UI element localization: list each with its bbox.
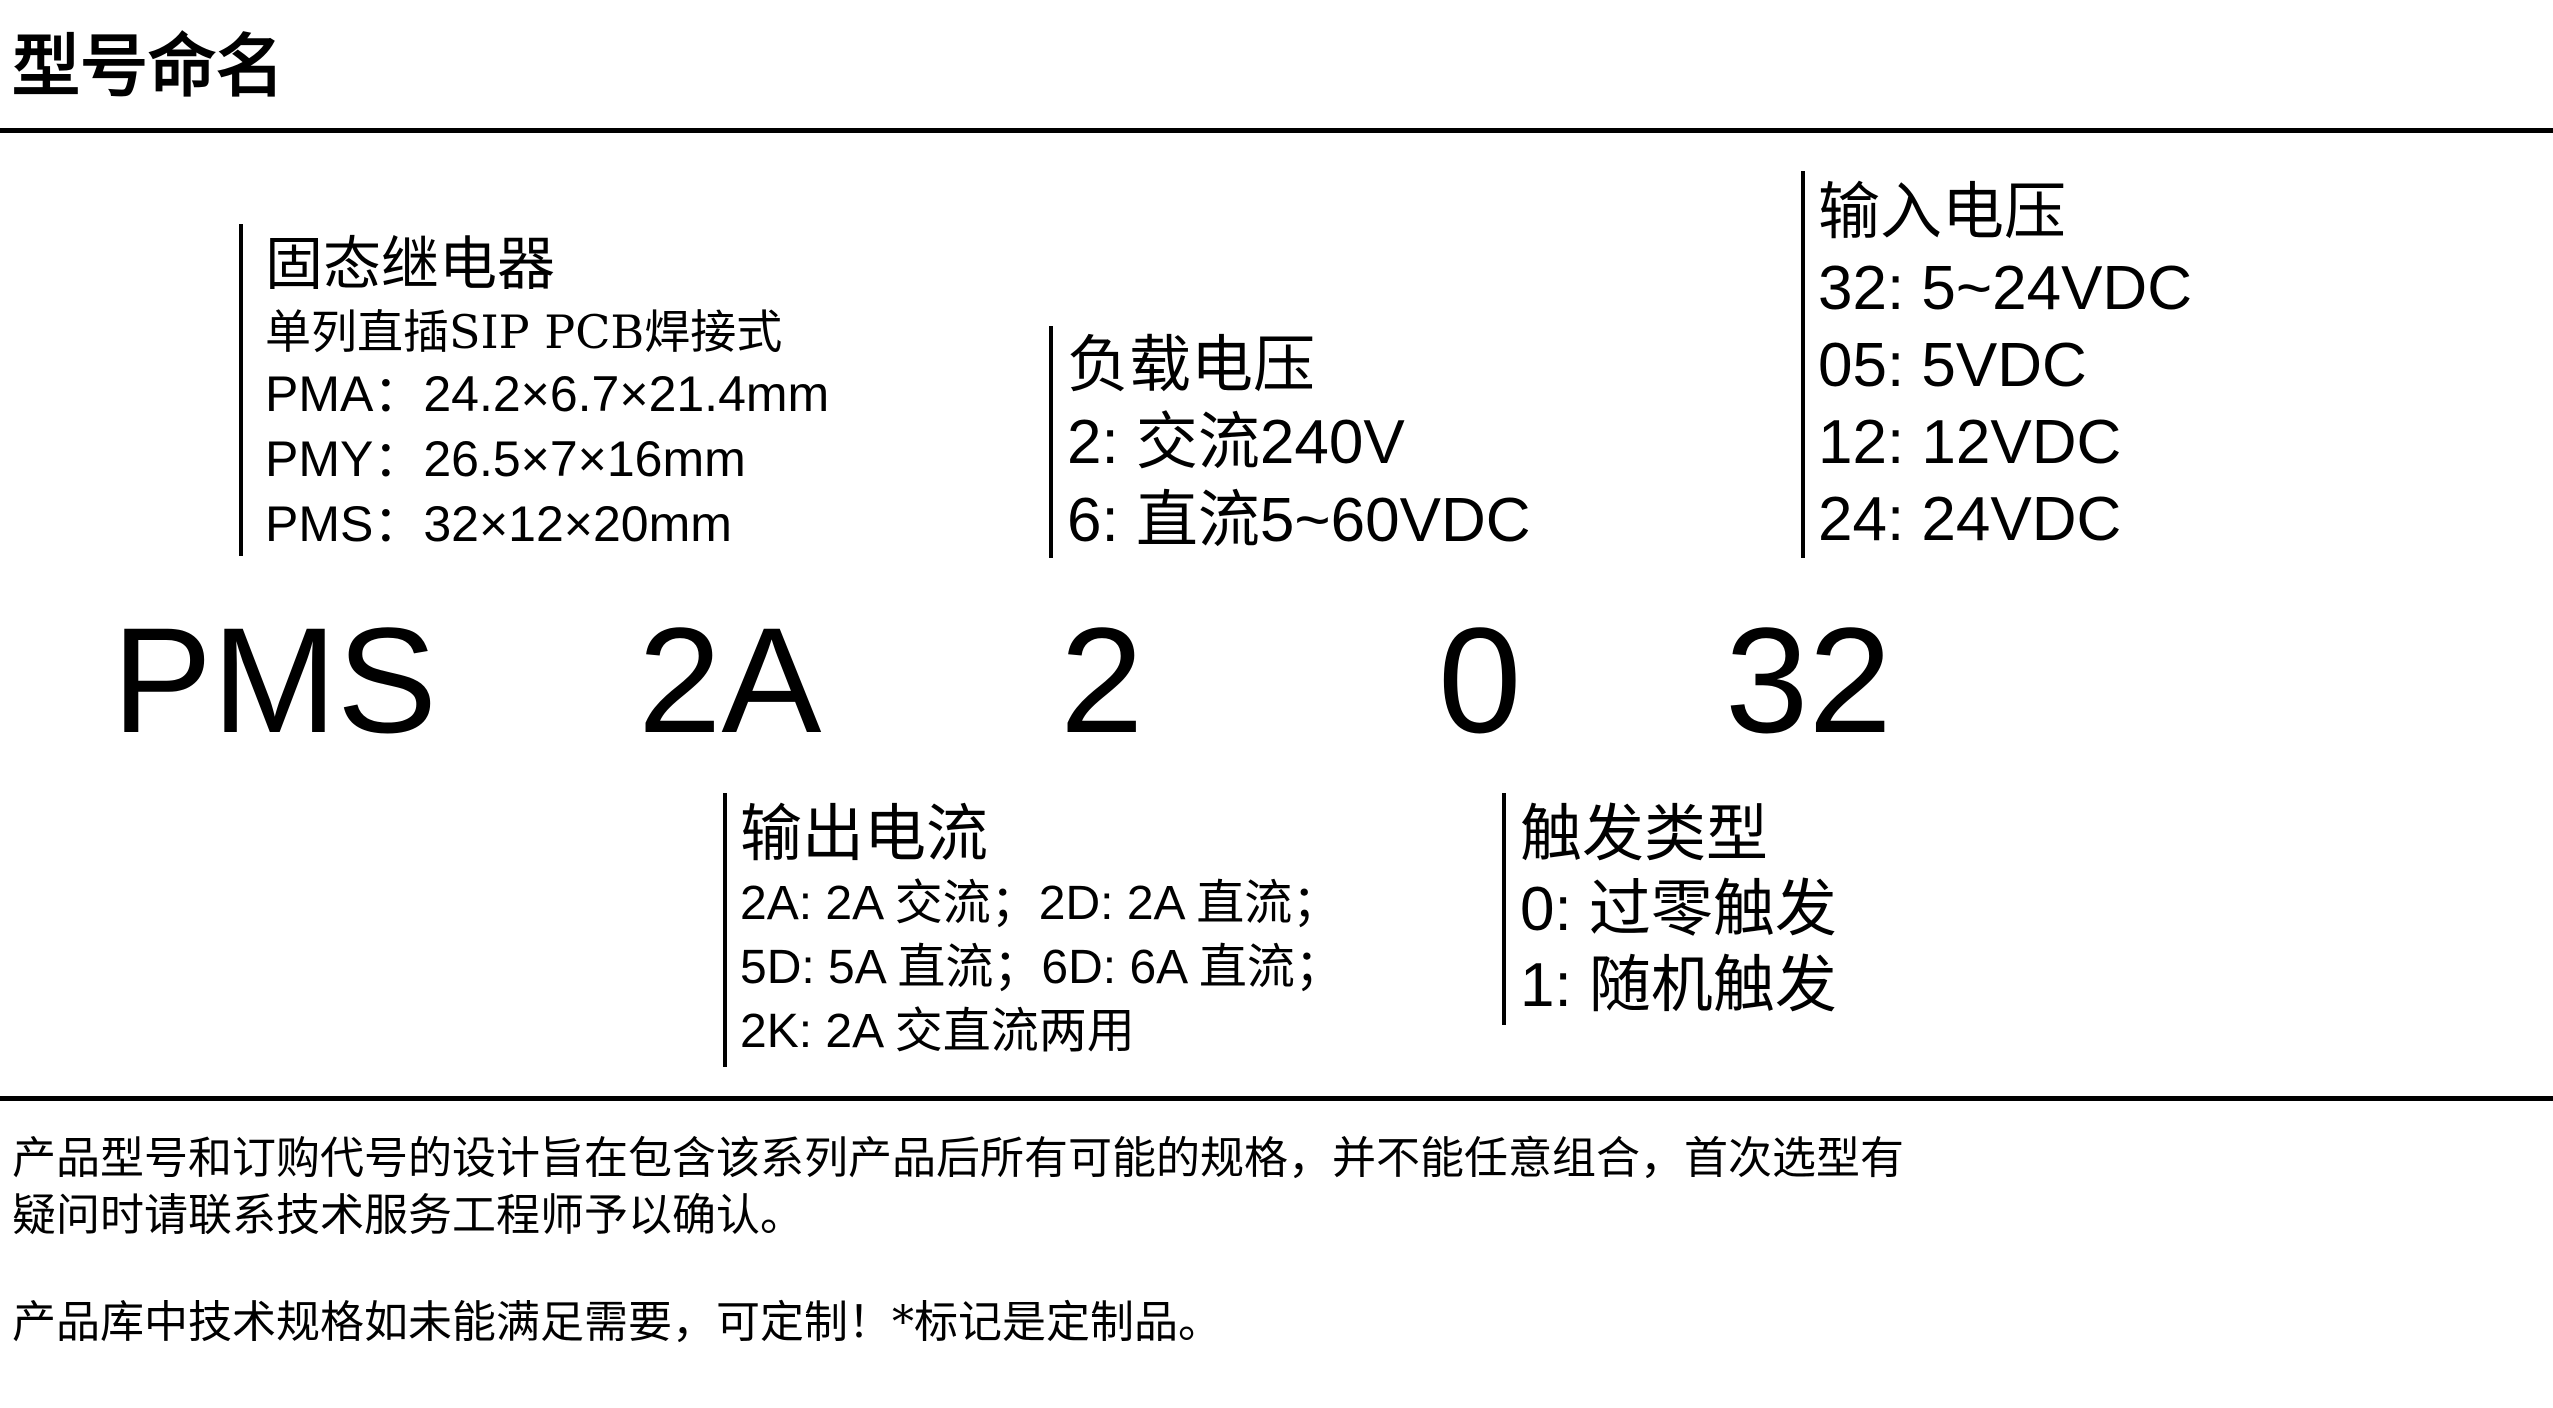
model-code-load-voltage: 2 bbox=[1060, 596, 1144, 764]
output-current-item: 2K: 2A 交直流两用 bbox=[740, 1005, 1135, 1058]
load-voltage-heading: 负载电压 bbox=[1067, 328, 1316, 401]
load-voltage-bracket bbox=[1049, 326, 1053, 558]
output-current-item: 5D: 5A 直流；6D: 6A 直流； bbox=[740, 941, 1343, 994]
model-code-output-current: 2A bbox=[638, 596, 822, 764]
trigger-type-item: 1: 随机触发 bbox=[1520, 951, 1837, 1020]
input-voltage-section: 输入电压 32: 5~24VDC 05: 5VDC 12: 12VDC 24: … bbox=[1818, 173, 2192, 558]
trigger-type-section: 触发类型 0: 过零触发 1: 随机触发 bbox=[1520, 796, 1837, 1024]
model-code-series: PMS bbox=[112, 596, 438, 764]
input-voltage-item: 12: 12VDC bbox=[1818, 408, 2122, 477]
input-voltage-item: 24: 24VDC bbox=[1818, 485, 2122, 554]
load-voltage-item: 6: 直流5~60VDC bbox=[1067, 486, 1531, 555]
page-title: 型号命名 bbox=[12, 27, 285, 107]
trigger-type-item: 0: 过零触发 bbox=[1520, 875, 1837, 944]
input-voltage-heading: 输入电压 bbox=[1818, 175, 2067, 248]
series-heading: 固态继电器 bbox=[265, 230, 556, 298]
series-item-pms: PMS：32×12×20mm bbox=[265, 496, 732, 552]
bottom-divider bbox=[0, 1096, 2553, 1101]
output-current-item: 2A: 2A 交流；2D: 2A 直流； bbox=[740, 877, 1341, 930]
model-code-trigger-type: 0 bbox=[1438, 596, 1522, 764]
series-subheading: 单列直插SIP PCB焊接式 bbox=[265, 305, 783, 359]
series-item-pmy: PMY：26.5×7×16mm bbox=[265, 431, 746, 487]
note-paragraph-2: 产品库中技术规格如未能满足需要，可定制！*标记是定制品。 bbox=[12, 1297, 1222, 1348]
output-current-bracket bbox=[723, 793, 727, 1067]
trigger-type-bracket bbox=[1502, 793, 1506, 1025]
output-current-section: 输出电流 2A: 2A 交流；2D: 2A 直流； 5D: 5A 直流；6D: … bbox=[740, 796, 1343, 1064]
series-section: 固态继电器 单列直插SIP PCB焊接式 PMA：24.2×6.7×21.4mm… bbox=[265, 226, 829, 557]
model-code-input-voltage: 32 bbox=[1725, 596, 1892, 764]
series-item-pma: PMA：24.2×6.7×21.4mm bbox=[265, 366, 830, 422]
trigger-type-heading: 触发类型 bbox=[1520, 797, 1769, 870]
input-voltage-item: 05: 5VDC bbox=[1818, 331, 2087, 400]
top-divider bbox=[0, 128, 2553, 133]
note-paragraph-1-line-2: 疑问时请联系技术服务工程师予以确认。 bbox=[12, 1190, 804, 1241]
load-voltage-item: 2: 交流240V bbox=[1067, 408, 1405, 477]
note-paragraph-1-line-1: 产品型号和订购代号的设计旨在包含该系列产品后所有可能的规格，并不能任意组合，首次… bbox=[12, 1133, 1904, 1184]
series-bracket bbox=[239, 224, 243, 556]
output-current-heading: 输出电流 bbox=[740, 797, 989, 870]
load-voltage-section: 负载电压 2: 交流240V 6: 直流5~60VDC bbox=[1067, 326, 1531, 560]
input-voltage-item: 32: 5~24VDC bbox=[1818, 254, 2192, 323]
input-voltage-bracket bbox=[1801, 171, 1805, 558]
